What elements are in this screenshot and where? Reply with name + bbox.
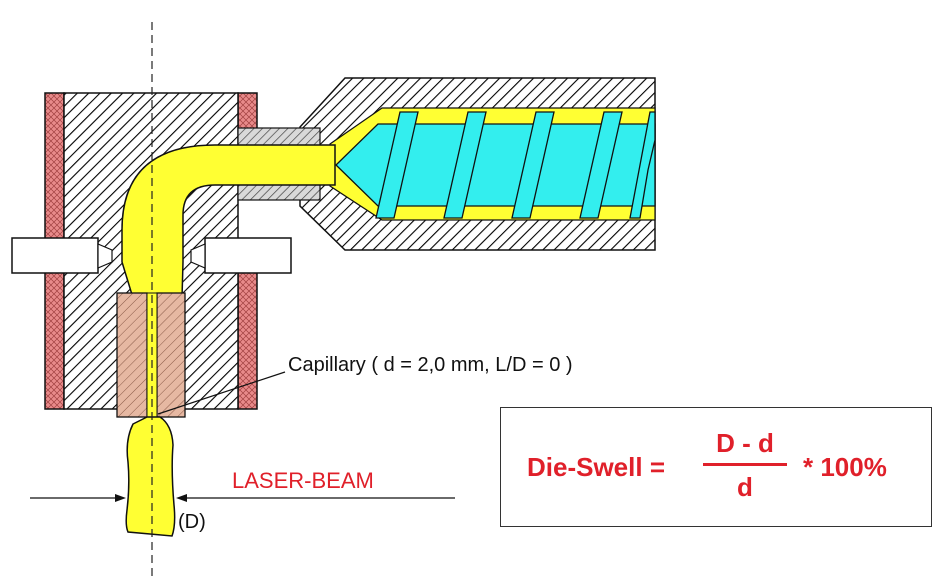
- left-pressure-transducer: [11, 237, 113, 274]
- right-pressure-transducer: [190, 237, 292, 274]
- extruder-screw: [335, 111, 656, 219]
- formula-multiplier: * 100%: [803, 452, 887, 482]
- diameter-label: (D): [178, 511, 206, 533]
- capillary-label: Capillary ( d = 2,0 mm, L/D = 0 ): [288, 354, 573, 376]
- formula-numerator: D - d: [716, 428, 774, 458]
- formula-fraction-bar: [703, 463, 787, 466]
- capillary-leader-line: [157, 371, 286, 415]
- extrudate-strand: [125, 416, 176, 537]
- laser-beam-label: LASER-BEAM: [232, 468, 374, 493]
- die-swell-formula-box: Die-Swell = D - d d * 100%: [500, 407, 932, 527]
- capillary-insert-left: [116, 292, 148, 418]
- formula-denominator: d: [737, 472, 753, 502]
- right-heater-band-lower: [237, 267, 258, 410]
- laser-beam-line: [30, 494, 455, 502]
- capillary-insert-right: [156, 292, 186, 418]
- formula-lhs: Die-Swell =: [527, 452, 665, 482]
